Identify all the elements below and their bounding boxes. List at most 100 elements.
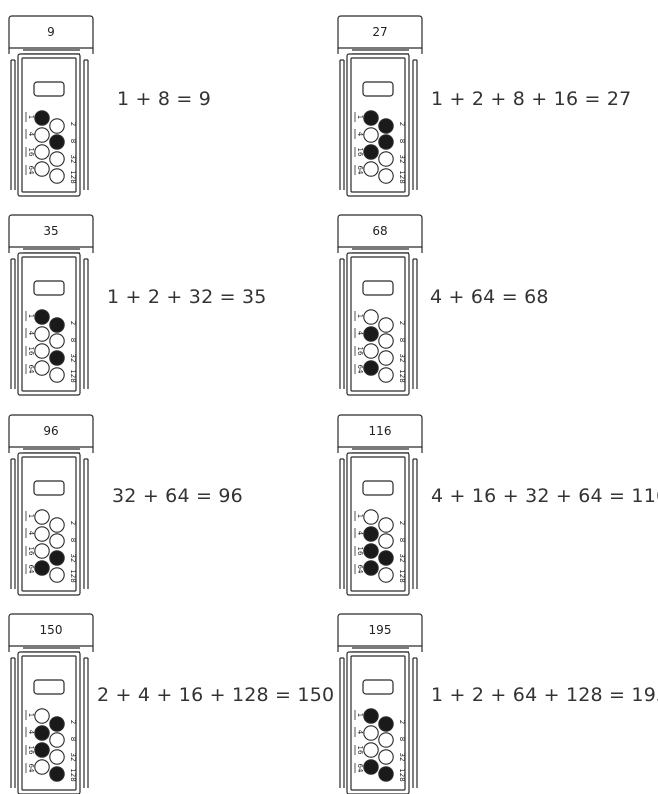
display-window: [363, 481, 393, 495]
bit-label-1: 1: [27, 314, 35, 318]
bit-label-4: 4: [27, 132, 35, 137]
bit-light-16-on: [364, 544, 378, 558]
bit-light-32-off: [379, 152, 393, 166]
equation-2: 1 + 2 + 32 = 35: [107, 286, 267, 308]
bit-light-128-off: [50, 368, 64, 382]
bit-light-1-off: [35, 709, 49, 723]
bit-light-1-on: [364, 709, 378, 723]
bit-light-16-on: [35, 743, 49, 757]
counter-device-1: 271416642832128: [337, 14, 427, 196]
display-window: [34, 82, 64, 96]
bit-light-128-off: [379, 169, 393, 183]
bit-light-32-off: [50, 750, 64, 764]
bit-light-128-off: [379, 368, 393, 382]
bit-light-4-on: [364, 527, 378, 541]
bit-label-4: 4: [356, 331, 364, 336]
bit-label-16: 16: [27, 547, 35, 556]
bit-light-2-on: [379, 119, 393, 133]
bit-label-128: 128: [398, 170, 406, 183]
bit-light-4-off: [35, 527, 49, 541]
bit-light-2-off: [379, 518, 393, 532]
bit-light-2-off: [50, 119, 64, 133]
bit-label-16: 16: [356, 547, 364, 556]
counter-outline: [338, 415, 422, 595]
bit-label-128: 128: [69, 569, 77, 582]
value-label: 150: [40, 623, 63, 637]
bit-label-16: 16: [27, 746, 35, 755]
equation-7: 1 + 2 + 64 + 128 = 195: [431, 684, 658, 706]
bit-label-1: 1: [27, 115, 35, 119]
bit-light-8-off: [379, 334, 393, 348]
bit-label-8: 8: [398, 139, 406, 143]
bit-light-2-off: [50, 518, 64, 532]
bit-light-1-off: [364, 310, 378, 324]
bit-light-4-off: [364, 128, 378, 142]
bit-label-4: 4: [27, 730, 35, 735]
bit-label-64: 64: [27, 166, 35, 175]
bit-light-1-on: [35, 310, 49, 324]
bit-light-2-on: [379, 717, 393, 731]
counter-outline: [9, 16, 93, 196]
bit-label-1: 1: [356, 314, 364, 318]
bit-light-64-off: [35, 361, 49, 375]
bit-label-8: 8: [69, 338, 77, 342]
bit-label-1: 1: [27, 514, 35, 518]
bit-light-16-off: [364, 743, 378, 757]
bit-light-32-on: [379, 551, 393, 565]
bit-label-8: 8: [69, 538, 77, 542]
counter-outline: [338, 215, 422, 395]
bit-label-8: 8: [69, 139, 77, 143]
bit-light-1-on: [35, 111, 49, 125]
bit-label-8: 8: [398, 538, 406, 542]
counter-device-2: 351416642832128: [8, 213, 98, 395]
bit-light-32-off: [379, 351, 393, 365]
bit-label-128: 128: [398, 569, 406, 582]
counter-device-svg: 9 1 4 16 64 2 8 32 128: [8, 14, 98, 196]
counter-device-svg: 1951416642832128: [337, 612, 427, 794]
bit-label-128: 128: [69, 170, 77, 183]
bit-label-8: 8: [398, 338, 406, 342]
bit-label-4: 4: [27, 331, 35, 336]
bit-label-128: 128: [398, 369, 406, 382]
bit-light-2-on: [50, 717, 64, 731]
counter-outline: [338, 614, 422, 794]
bit-label-1: 1: [27, 713, 35, 717]
bit-label-128: 128: [69, 768, 77, 781]
bit-label-128: 128: [398, 768, 406, 781]
bit-label-64: 64: [356, 365, 364, 374]
bit-light-32-off: [50, 152, 64, 166]
bit-light-64-on: [364, 561, 378, 575]
bit-label-1: 1: [356, 514, 364, 518]
bit-light-64-on: [364, 760, 378, 774]
equation-5: 4 + 16 + 32 + 64 = 116: [431, 485, 658, 507]
bit-label-16: 16: [356, 746, 364, 755]
counter-device-svg: 271416642832128: [337, 14, 427, 196]
bit-light-8-on: [50, 135, 64, 149]
bit-label-2: 2: [69, 122, 77, 126]
counter-device-0: 9 1 4 16 64 2 8 32 128: [8, 14, 98, 196]
counter-device-svg: 1501416642832128: [8, 612, 98, 794]
bit-light-128-off: [379, 568, 393, 582]
bit-label-32: 32: [69, 354, 77, 363]
bit-label-64: 64: [27, 764, 35, 773]
bit-label-32: 32: [69, 155, 77, 164]
bit-label-8: 8: [398, 737, 406, 741]
bit-light-8-off: [50, 534, 64, 548]
bit-label-64: 64: [356, 166, 364, 175]
bit-label-16: 16: [27, 148, 35, 157]
bit-light-64-off: [364, 162, 378, 176]
bit-label-4: 4: [356, 730, 364, 735]
bit-light-1-on: [364, 111, 378, 125]
value-label: 9: [47, 25, 55, 39]
bit-label-16: 16: [27, 347, 35, 356]
bit-light-8-on: [379, 135, 393, 149]
bit-light-128-off: [50, 568, 64, 582]
bit-light-2-off: [379, 318, 393, 332]
value-label: 68: [372, 224, 387, 238]
value-label: 27: [372, 25, 387, 39]
equation-0: 1 + 8 = 9: [117, 88, 211, 110]
value-label: 116: [369, 424, 392, 438]
